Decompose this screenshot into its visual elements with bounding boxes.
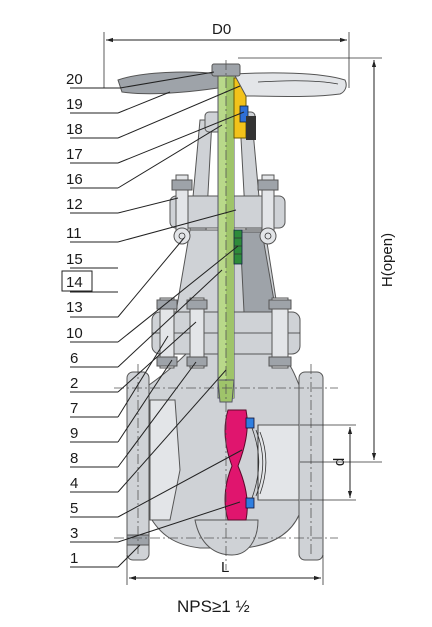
dim-l: L — [221, 559, 229, 576]
part-label-17: 17 — [66, 146, 83, 163]
part-label-1: 1 — [70, 550, 78, 567]
part-label-2: 2 — [70, 375, 78, 392]
bonnet-bolts — [156, 297, 292, 369]
part-label-7: 7 — [70, 400, 78, 417]
part-label-16: 16 — [66, 171, 83, 188]
part-label-15: 15 — [66, 251, 83, 268]
dim-h-open: H(open) — [379, 233, 396, 287]
part-label-18: 18 — [66, 121, 83, 138]
part-label-14: 14 — [66, 274, 83, 291]
part-label-3: 3 — [70, 525, 78, 542]
part-label-20: 20 — [66, 71, 83, 88]
part-label-10: 10 — [66, 325, 83, 342]
part-numbers: 20 19 18 17 16 12 11 15 14 13 10 6 2 7 9… — [66, 71, 83, 567]
bonnet — [151, 111, 301, 355]
part-label-8: 8 — [70, 450, 78, 467]
handwheel — [117, 63, 347, 97]
wedge — [224, 409, 267, 521]
gland-bolts — [171, 174, 279, 245]
part-label-9: 9 — [70, 425, 78, 442]
part-label-4: 4 — [70, 475, 78, 492]
part-label-12: 12 — [66, 196, 83, 213]
caption: NPS≥1 ½ — [177, 597, 250, 616]
part-label-5: 5 — [70, 500, 78, 517]
dim-d0: D0 — [212, 21, 231, 38]
part-label-19: 19 — [66, 96, 83, 113]
callouts — [61, 71, 245, 568]
part-label-6: 6 — [70, 350, 78, 367]
part-label-13: 13 — [66, 299, 83, 316]
packing — [233, 229, 243, 265]
dim-d: d — [331, 458, 348, 466]
part-label-11: 11 — [66, 225, 82, 242]
